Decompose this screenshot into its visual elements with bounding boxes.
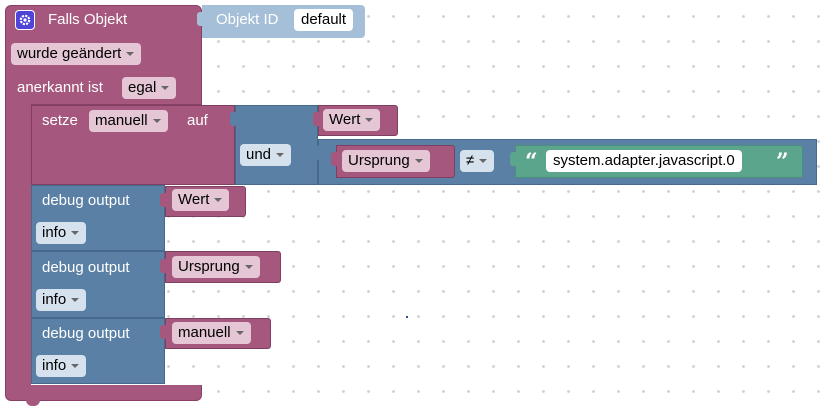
debug-label-3: debug output — [42, 325, 130, 342]
and-dropdown[interactable]: und — [240, 144, 292, 166]
debug-label-2: debug output — [42, 259, 130, 276]
debug-value-dropdown-2[interactable]: Ursprung — [172, 256, 260, 278]
trigger-block-notch — [26, 399, 40, 406]
debug-level-dropdown-2[interactable]: info — [36, 289, 87, 311]
operator-dropdown[interactable]: ≠ — [460, 150, 495, 172]
canvas-marker — [406, 316, 408, 318]
logic-and-connector — [230, 112, 236, 126]
debug-label-1: debug output — [42, 192, 130, 209]
value-var-dropdown[interactable]: Wert — [323, 109, 381, 131]
debug-level-dropdown-3[interactable]: info — [36, 355, 87, 377]
trigger-title: Falls Objekt — [48, 11, 128, 28]
debug-level-dropdown-1[interactable]: info — [36, 222, 87, 244]
ack-dropdown[interactable]: egal — [122, 77, 177, 99]
text-connector — [510, 152, 516, 166]
gear-icon[interactable] — [15, 10, 35, 30]
value-var-connector — [313, 112, 319, 126]
change-mode-dropdown[interactable]: wurde geändert — [11, 43, 142, 65]
debug-value-dropdown-3[interactable]: manuell — [172, 322, 251, 344]
set-variable-dropdown[interactable]: manuell — [89, 110, 168, 132]
source-var-dropdown[interactable]: Ursprung — [342, 150, 430, 172]
debug-value-connector-3 — [160, 325, 166, 339]
text-value-field[interactable]: system.adapter.javascript.0 — [546, 150, 742, 172]
quote-open-icon: “ — [525, 149, 538, 175]
quote-close-icon: ” — [776, 149, 789, 175]
debug-value-connector-1 — [160, 193, 166, 207]
debug-value-connector-2 — [160, 259, 166, 273]
trigger-block-arm — [5, 100, 31, 392]
ack-label: anerkannt ist — [17, 79, 103, 96]
source-var-connector — [331, 152, 337, 166]
object-id-connector — [197, 12, 203, 26]
object-id-label: Objekt ID — [216, 11, 279, 28]
object-id-field[interactable]: default — [294, 9, 354, 31]
trigger-block-footer — [5, 385, 202, 401]
to-label: auf — [187, 112, 208, 129]
set-label: setze — [42, 112, 78, 129]
compare-connector — [313, 146, 319, 160]
debug-value-dropdown-1[interactable]: Wert — [172, 189, 230, 211]
